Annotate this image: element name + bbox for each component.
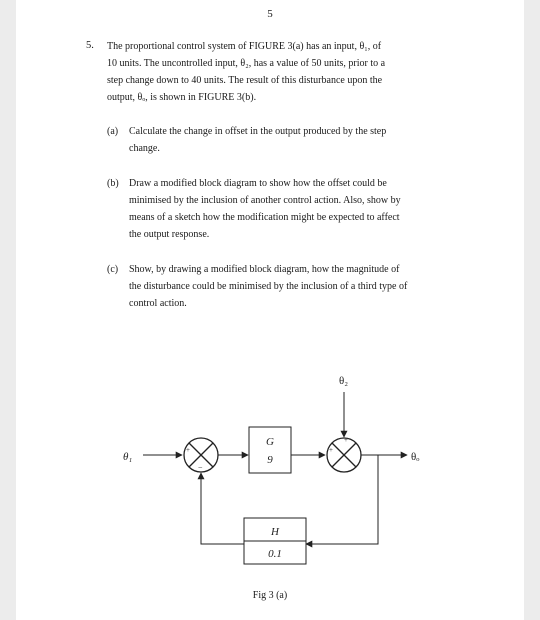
part-c-label: (c)	[107, 264, 119, 275]
question-intro-line: The proportional control system of FIGUR…	[107, 41, 382, 52]
junction2-left-plus-sign: +	[329, 446, 333, 454]
feedback-gain-block: H 0.1	[243, 517, 307, 565]
question-number: 5.	[86, 40, 94, 51]
part-b-line: the output response.	[129, 229, 210, 240]
forward-block-name: G	[266, 436, 274, 448]
question-intro-line: output, θₒ, is shown in FIGURE 3(b).	[107, 92, 257, 103]
part-c-line: the disturbance could be minimised by th…	[129, 281, 408, 292]
part-b-line: Draw a modified block diagram to show ho…	[129, 178, 387, 189]
forward-block-value: 9	[267, 454, 273, 466]
part-a-line: Calculate the change in offset in the ou…	[129, 126, 387, 137]
page-number: 5	[267, 8, 273, 20]
part-c-line: Show, by drawing a modified block diagra…	[129, 264, 400, 275]
question-intro-line: 10 units. The uncontrolled input, θ₂, ha…	[107, 58, 386, 69]
part-a-label: (a)	[107, 126, 119, 137]
summing-junction-2: + +	[326, 436, 362, 473]
part-b-line: minimised by the inclusion of another co…	[129, 195, 401, 206]
junction1-minus-sign: −	[198, 463, 203, 472]
part-b-label: (b)	[107, 178, 119, 189]
disturbance-label: θ₂	[339, 375, 348, 387]
feedback-block-name: H	[270, 526, 280, 538]
junction1-plus-sign: +	[186, 446, 190, 454]
part-c-line: control action.	[129, 298, 187, 309]
junction2-top-plus-sign: +	[344, 436, 348, 444]
input-label: θ₁	[123, 451, 132, 463]
output-label: θₒ	[411, 451, 419, 463]
question-intro-line: step change down to 40 units. The result…	[107, 75, 383, 86]
summing-junction-1: + −	[183, 437, 219, 473]
feedback-block-value: 0.1	[268, 548, 282, 560]
figure-caption: Fig 3 (a)	[252, 590, 288, 601]
part-a-line: change.	[129, 143, 160, 154]
block-diagram: θ₁ + − G 9 + + θ₂	[123, 375, 419, 565]
part-b-line: means of a sketch how the modification m…	[129, 212, 400, 223]
feedback-tap-line	[305, 455, 379, 548]
forward-gain-block: G 9	[248, 426, 292, 474]
feedback-return-line	[197, 472, 244, 545]
document-page: 5 5. The proportional control system of …	[16, 0, 524, 620]
